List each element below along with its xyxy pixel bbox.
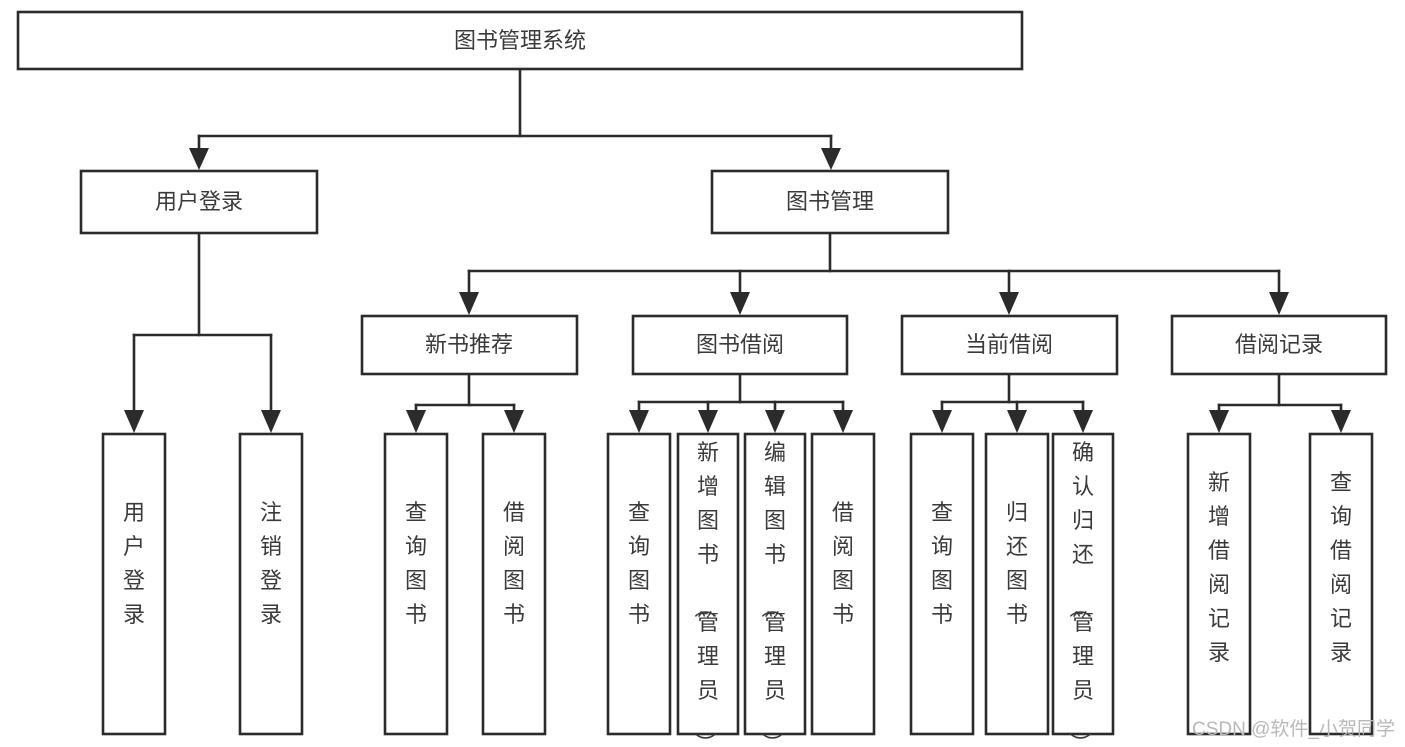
- node-book-borrow-label: 图书借阅: [696, 332, 784, 357]
- connector-current-borrow-to-leaves: [932, 372, 1093, 433]
- node-user-login-label: 用户登录: [155, 189, 243, 214]
- node-new-book-recommend[interactable]: 新书推荐: [360, 314, 579, 376]
- node-borrow-record-label: 借阅记录: [1235, 332, 1323, 357]
- node-new-book-recommend-label: 新书推荐: [425, 332, 513, 357]
- node-leaf-query-book-2[interactable]: 查询图书: [606, 432, 672, 736]
- node-leaf-return-book-label: 归还图书: [1006, 500, 1028, 627]
- node-leaf-logout-label: 注销登录: [260, 500, 282, 627]
- connector-layer: [124, 67, 1351, 433]
- node-leaf-query-borrow-record-label: 查询借阅记录: [1330, 470, 1352, 665]
- node-leaf-query-borrow-record[interactable]: 查询借阅记录: [1308, 432, 1374, 736]
- node-root-system-label: 图书管理系统: [454, 28, 586, 53]
- node-leaf-add-book-admin[interactable]: 新增图书（管理员）: [676, 432, 740, 747]
- node-leaf-add-borrow-record[interactable]: 新增借阅记录: [1186, 432, 1252, 736]
- node-leaf-borrow-book-2-label: 借阅图书: [832, 500, 854, 627]
- node-leaf-query-book-1[interactable]: 查询图书: [383, 432, 449, 736]
- connector-borrow-record-to-leaves: [1209, 372, 1351, 433]
- node-borrow-record[interactable]: 借阅记录: [1170, 314, 1388, 376]
- node-user-login[interactable]: 用户登录: [79, 169, 319, 235]
- node-leaf-borrow-book-2[interactable]: 借阅图书: [810, 432, 876, 736]
- connector-user-login-to-leaves: [124, 231, 281, 433]
- connector-book-mgmt-to-level3: [459, 231, 1289, 315]
- node-leaf-borrow-book-1[interactable]: 借阅图书: [481, 432, 547, 736]
- node-leaf-user-login-label: 用户登录: [123, 500, 145, 627]
- connector-root-to-level2: [189, 67, 841, 170]
- node-leaf-logout[interactable]: 注销登录: [238, 432, 304, 736]
- node-leaf-add-book-admin-label: 新增图书（管理员）: [692, 440, 719, 747]
- node-book-management-label: 图书管理: [786, 189, 874, 214]
- node-leaf-return-book[interactable]: 归还图书: [984, 432, 1050, 736]
- node-leaf-confirm-return-admin-label: 确认归还（管理员）: [1067, 440, 1094, 747]
- node-leaf-add-borrow-record-label: 新增借阅记录: [1208, 470, 1230, 665]
- node-current-borrow-label: 当前借阅: [965, 332, 1053, 357]
- node-book-borrow[interactable]: 图书借阅: [631, 314, 849, 376]
- node-leaf-borrow-book-1-label: 借阅图书: [503, 500, 525, 627]
- node-leaf-edit-book-admin[interactable]: 编辑图书（管理员）: [743, 432, 807, 747]
- node-leaf-query-book-3-label: 查询图书: [931, 500, 953, 627]
- node-leaf-confirm-return-admin[interactable]: 确认归还（管理员）: [1051, 432, 1115, 747]
- node-current-borrow[interactable]: 当前借阅: [900, 314, 1119, 376]
- csdn-watermark: CSDN @软件_小贺同学: [1192, 718, 1395, 740]
- node-leaf-query-book-1-label: 查询图书: [405, 500, 427, 627]
- node-leaf-edit-book-admin-label: 编辑图书（管理员）: [759, 440, 786, 747]
- connector-book-borrow-to-leaves: [629, 372, 853, 433]
- node-leaf-query-book-2-label: 查询图书: [628, 500, 650, 627]
- node-layer: 图书管理系统 用户登录 图书管理 新书推荐 图书借阅: [16, 10, 1388, 747]
- node-root-system[interactable]: 图书管理系统: [16, 10, 1024, 71]
- connector-new-book-to-leaves: [406, 372, 524, 433]
- node-book-management[interactable]: 图书管理: [710, 169, 950, 235]
- node-leaf-query-book-3[interactable]: 查询图书: [909, 432, 975, 736]
- node-leaf-user-login[interactable]: 用户登录: [101, 432, 167, 736]
